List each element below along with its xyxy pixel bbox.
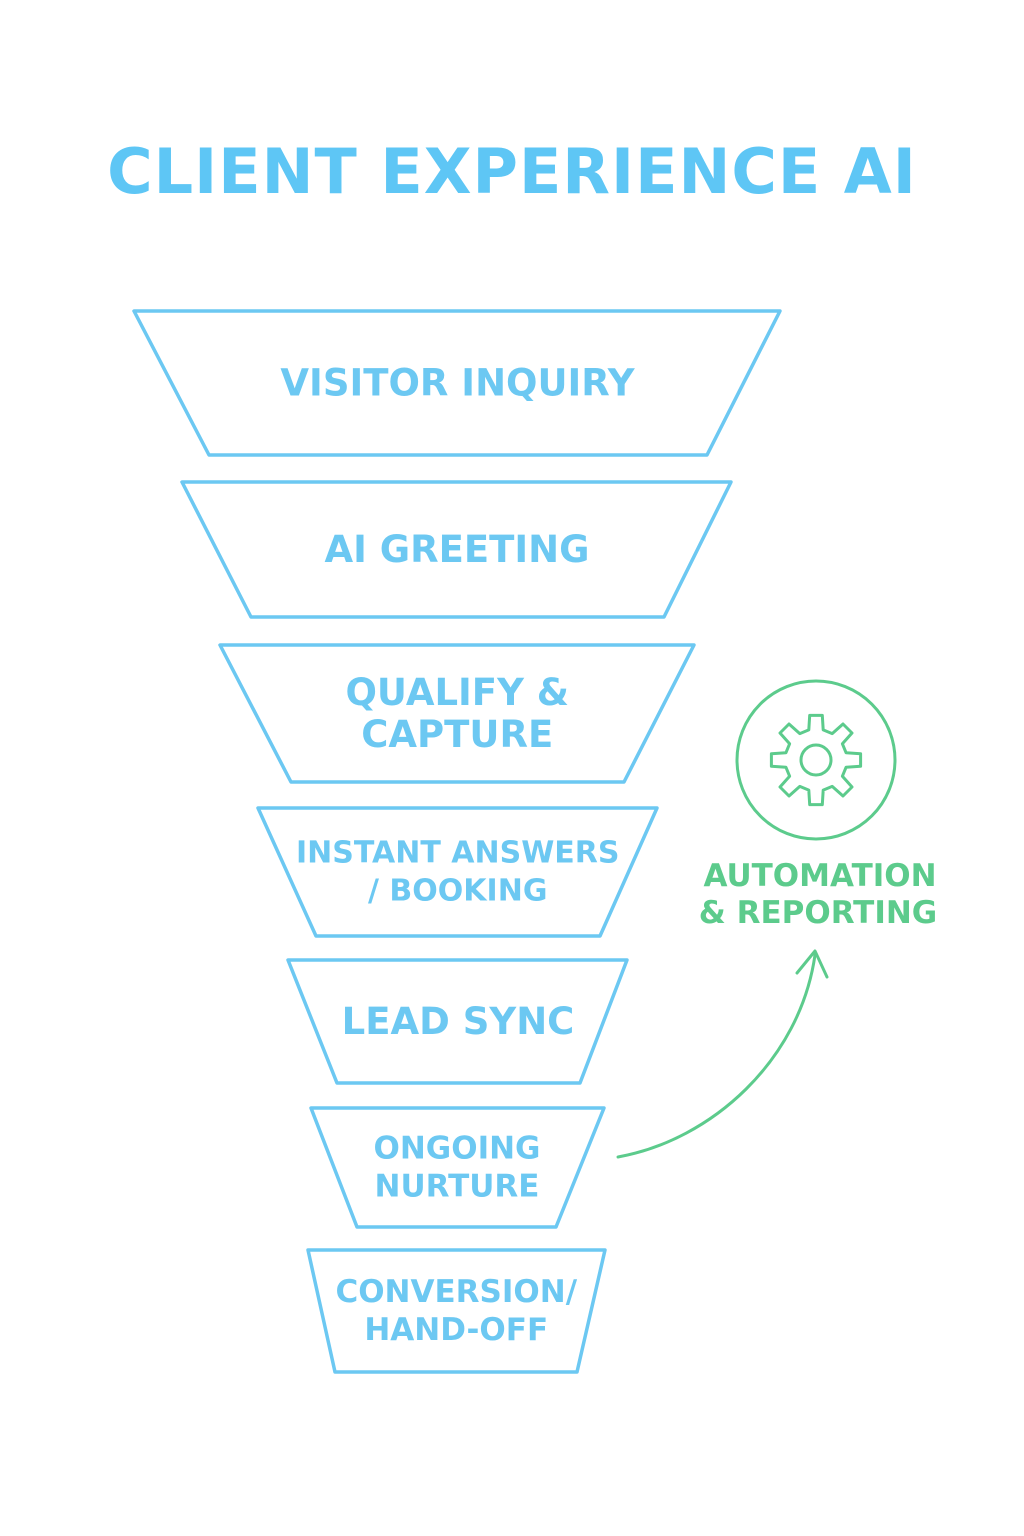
funnel-stage-shape <box>218 643 696 784</box>
funnel-stage-label: VISITOR INQUIRY <box>280 362 635 405</box>
funnel-stage-shape <box>306 1248 607 1374</box>
curved-arrow-icon <box>616 949 829 1159</box>
funnel-stage-label: / BOOKING <box>368 874 547 909</box>
funnel-stage-shape <box>309 1106 606 1229</box>
funnel-stage-label: NURTURE <box>375 1169 540 1205</box>
funnel-stage: INSTANT ANSWERS/ BOOKING <box>256 806 659 938</box>
funnel-stage: LEAD SYNC <box>286 958 629 1085</box>
automation-label-line-2: & REPORTING <box>699 895 938 931</box>
funnel-stages: VISITOR INQUIRY AI GREETING QUALIFY &CAPTU… <box>132 309 782 1374</box>
gear-icon <box>735 679 897 841</box>
funnel-stage-label: LEAD SYNC <box>342 1000 575 1043</box>
funnel-stage-label: ONGOING <box>373 1131 540 1167</box>
funnel-stage-shape <box>180 480 733 619</box>
funnel-stage-label: QUALIFY & <box>345 671 569 714</box>
funnel-stage-label: CAPTURE <box>361 713 553 756</box>
funnel-stage-label: CONVERSION/ <box>335 1274 577 1310</box>
automation-reporting-panel: AUTOMATION & REPORTING <box>616 679 938 1159</box>
funnel-stage-shape <box>256 806 659 938</box>
funnel-stage-label: HAND-OFF <box>364 1312 548 1348</box>
page-title: CLIENT EXPERIENCE AI <box>107 135 917 208</box>
funnel-stage: QUALIFY &CAPTURE <box>218 643 696 784</box>
funnel-stage: VISITOR INQUIRY <box>132 309 782 457</box>
funnel-stage: AI GREETING <box>180 480 733 619</box>
funnel-stage-label: INSTANT ANSWERS <box>296 836 619 871</box>
funnel-stage-label: AI GREETING <box>324 528 589 571</box>
automation-label-line-1: AUTOMATION <box>703 858 936 894</box>
funnel-stage-shape <box>286 958 629 1085</box>
funnel-stage: CONVERSION/HAND-OFF <box>306 1248 607 1374</box>
funnel-stage-shape <box>132 309 782 457</box>
